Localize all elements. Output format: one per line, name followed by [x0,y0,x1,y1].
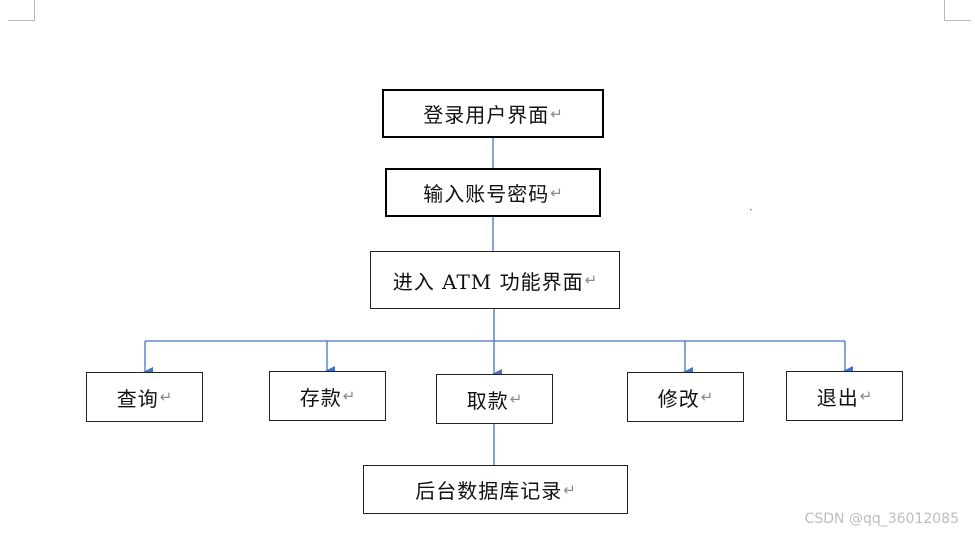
node-backend-db: 后台数据库记录↵ [363,465,628,514]
paragraph-mark: ↵ [550,183,563,202]
node-deposit-label: 存款 [299,385,342,410]
paragraph-mark: ↵ [550,104,563,123]
node-exit-label: 退出 [816,385,859,410]
node-modify: 修改↵ [627,372,744,422]
paragraph-mark: ↵ [159,388,173,406]
watermark-text: CSDN @qq_36012085 [804,511,959,527]
paragraph-mark: ↵ [509,390,523,408]
paragraph-mark: ↵ [563,480,576,499]
paragraph-mark: ↵ [584,271,598,289]
paragraph-mark: ↵ [700,388,714,406]
node-query: 查询↵ [86,372,203,422]
node-menu-label: 进入 ATM 功能界面 [392,269,584,294]
node-withdraw-label: 取款 [466,388,509,413]
node-login-ui: 登录用户界面↵ [382,89,604,138]
node-enter-credentials: 输入账号密码↵ [385,168,601,217]
page-corner-top-right [944,0,971,21]
stray-mark: ` [749,209,754,219]
paragraph-mark: ↵ [859,387,873,405]
paragraph-mark: ↵ [342,387,356,405]
node-login-label: 登录用户界面 [423,103,550,127]
node-atm-menu: 进入 ATM 功能界面↵ [370,251,620,309]
node-modify-label: 修改 [657,386,700,411]
node-exit: 退出↵ [786,371,903,421]
page-corner-top-left [8,0,35,21]
node-deposit: 存款↵ [269,371,386,421]
node-db-label: 后台数据库记录 [415,479,563,503]
node-query-label: 查询 [116,386,159,411]
node-withdraw: 取款↵ [436,374,553,424]
node-input-label: 输入账号密码 [423,182,550,206]
